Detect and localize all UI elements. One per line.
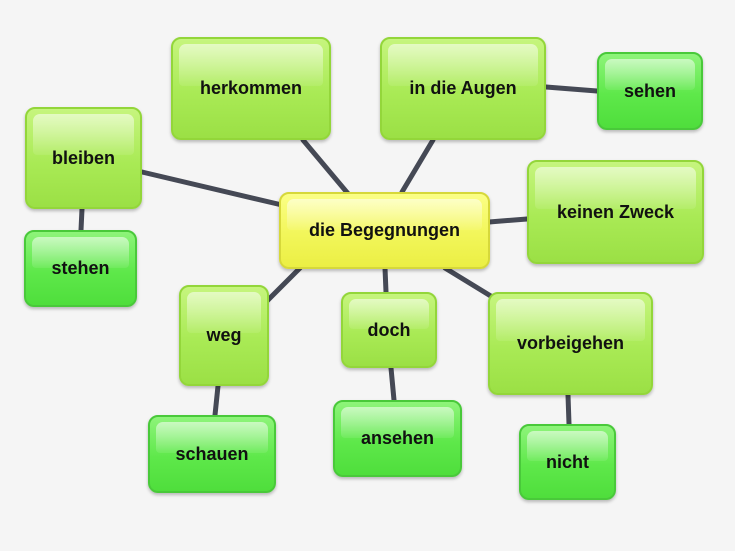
node-label: schauen xyxy=(175,443,249,464)
node-herkommen[interactable]: herkommen xyxy=(171,37,331,140)
node-label: doch xyxy=(367,319,411,340)
node-label: nicht xyxy=(546,451,589,472)
node-label: in die Augen xyxy=(409,78,517,98)
node-vorbeigehen[interactable]: vorbeigehen xyxy=(488,292,653,395)
link-center-weg xyxy=(263,265,303,305)
node-doch[interactable]: doch xyxy=(341,292,437,368)
link-in-die-augen-sehen xyxy=(543,84,600,94)
node-nicht[interactable]: nicht xyxy=(519,424,616,500)
link-center-herkommen xyxy=(300,137,353,199)
link-vorbeigehen-nicht xyxy=(565,392,572,427)
link-weg-schauen xyxy=(212,383,221,418)
node-label: die Begegnungen xyxy=(308,220,460,240)
node-schauen[interactable]: schauen xyxy=(148,415,276,493)
node-sehen[interactable]: sehen xyxy=(597,52,703,130)
node-keinen-zweck[interactable]: keinen Zweck xyxy=(527,160,704,264)
node-label: weg xyxy=(206,325,242,345)
node-label: sehen xyxy=(623,80,677,101)
node-label: herkommen xyxy=(199,78,303,98)
node-die-begegnungen[interactable]: die Begegnungen xyxy=(279,192,490,269)
node-bleiben[interactable]: bleiben xyxy=(25,107,142,209)
node-weg[interactable]: weg xyxy=(179,285,269,386)
node-label: bleiben xyxy=(51,147,115,168)
link-doch-ansehen xyxy=(388,365,397,403)
node-label: stehen xyxy=(51,258,110,278)
link-center-in-die-augen xyxy=(399,137,436,195)
link-bleiben-stehen xyxy=(78,206,85,233)
node-ansehen[interactable]: ansehen xyxy=(333,400,462,477)
node-stehen[interactable]: stehen xyxy=(24,230,137,307)
node-label: ansehen xyxy=(360,428,435,448)
node-in-die-augen[interactable]: in die Augen xyxy=(380,37,546,140)
link-center-doch xyxy=(382,265,389,295)
link-center-keinen-zweck xyxy=(486,216,530,225)
link-center-vorbeigehen xyxy=(442,265,497,301)
link-center-bleiben xyxy=(139,169,285,208)
node-label: keinen Zweck xyxy=(556,201,675,222)
node-label: vorbeigehen xyxy=(516,333,625,353)
